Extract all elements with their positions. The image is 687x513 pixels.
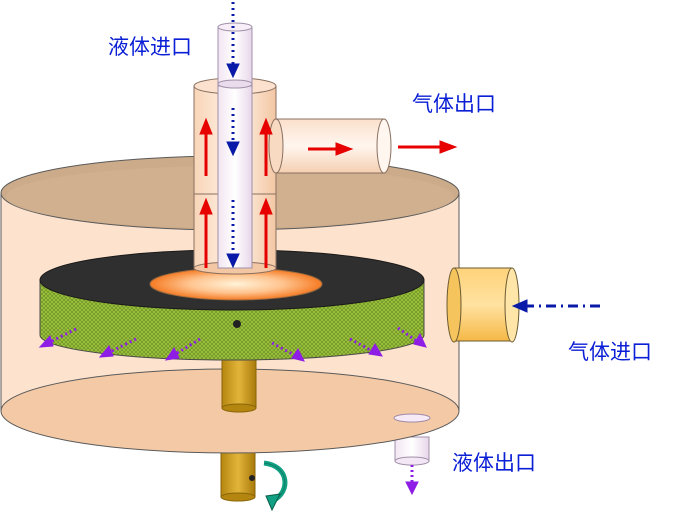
rotation-arrow-icon bbox=[263, 460, 288, 512]
drive-shaft-lower bbox=[220, 446, 256, 498]
liquid-outlet-label: 液体出口 bbox=[452, 451, 536, 475]
gas-flow-arrow-icon bbox=[199, 117, 458, 268]
gas-outlet-label: 气体出口 bbox=[412, 92, 496, 116]
liquid-inlet-label: 液体进口 bbox=[108, 35, 192, 59]
liquid-outlet-arrow-icon bbox=[405, 465, 419, 496]
spray-arrow-icon bbox=[38, 326, 427, 362]
gas-outlet-pipe bbox=[268, 118, 392, 174]
central-pipe-assembly bbox=[193, 22, 277, 275]
liquid-flow-arrow-icon bbox=[226, 2, 600, 313]
liquid-inlet-pipe bbox=[217, 26, 253, 87]
gas-inlet-label: 气体进口 bbox=[568, 340, 652, 364]
liquid-outlet-hole bbox=[393, 413, 431, 423]
gas-inlet-pipe bbox=[446, 267, 520, 343]
